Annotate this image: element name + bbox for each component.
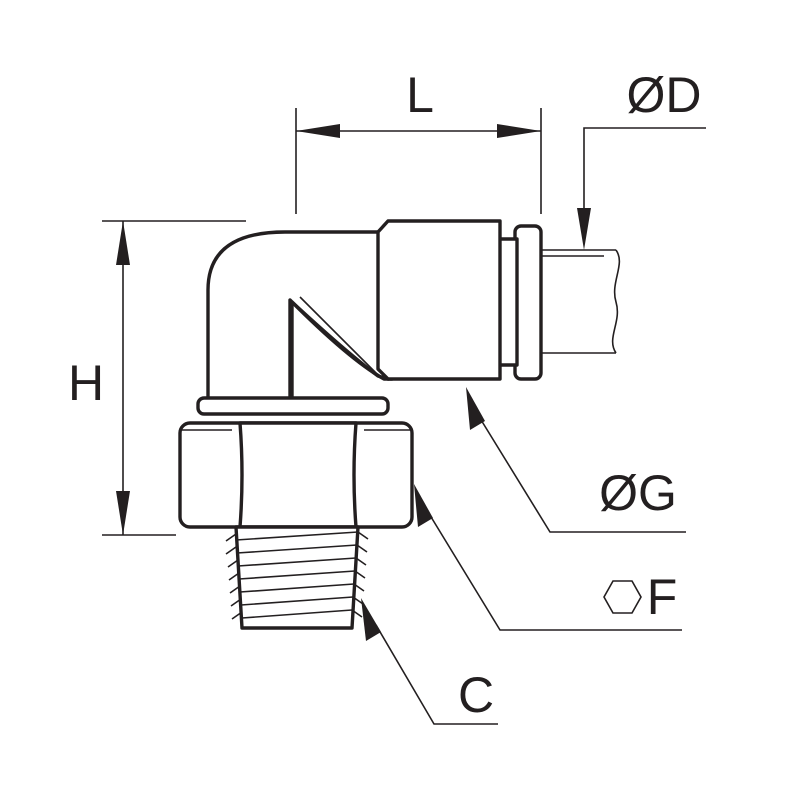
label-l: L: [406, 67, 434, 123]
label-d: ØD: [627, 67, 702, 123]
release-collar: [513, 224, 543, 381]
tube: [541, 249, 621, 354]
arrowhead-left: [296, 124, 340, 138]
arrowhead-f: [414, 484, 433, 527]
dimension-h: H: [68, 220, 246, 536]
thread-left-flanks: [225, 533, 243, 620]
tube-break-line: [611, 249, 621, 354]
arrowhead-right: [497, 124, 541, 138]
fitting-body: [178, 219, 621, 630]
label-f: F: [647, 569, 678, 625]
hexagon-icon: [603, 580, 642, 614]
nut-collar: [196, 396, 390, 416]
leader-line-g: [477, 414, 686, 533]
hex-nut: [178, 421, 414, 529]
dimension-g: ØG: [466, 387, 686, 533]
dimension-l: L: [295, 67, 542, 214]
hex-nut-center-face: [238, 421, 358, 529]
thread-crests: [235, 531, 359, 619]
label-g: ØG: [599, 465, 677, 521]
leader-line-f: [427, 511, 682, 631]
leader-line-c: [375, 624, 498, 725]
centerline-diagonal: [299, 296, 379, 376]
arrowhead-d: [577, 208, 591, 250]
dimension-d: ØD: [577, 67, 706, 250]
leader-line-d: [583, 127, 706, 212]
label-c: C: [458, 667, 494, 723]
arrowhead-c: [361, 598, 381, 641]
socket-sleeve: [376, 219, 502, 381]
arrowhead-bottom: [116, 491, 130, 535]
elbow-body: [206, 230, 394, 401]
label-h: H: [68, 355, 104, 411]
elbow-inner-contour: [290, 232, 390, 399]
dimension-f: F: [414, 484, 682, 631]
arrowhead-g: [466, 387, 485, 430]
arrowhead-top: [116, 221, 130, 265]
dimension-c: C: [361, 598, 498, 725]
thread-right-flanks: [351, 531, 369, 618]
threaded-shank: [225, 525, 369, 630]
